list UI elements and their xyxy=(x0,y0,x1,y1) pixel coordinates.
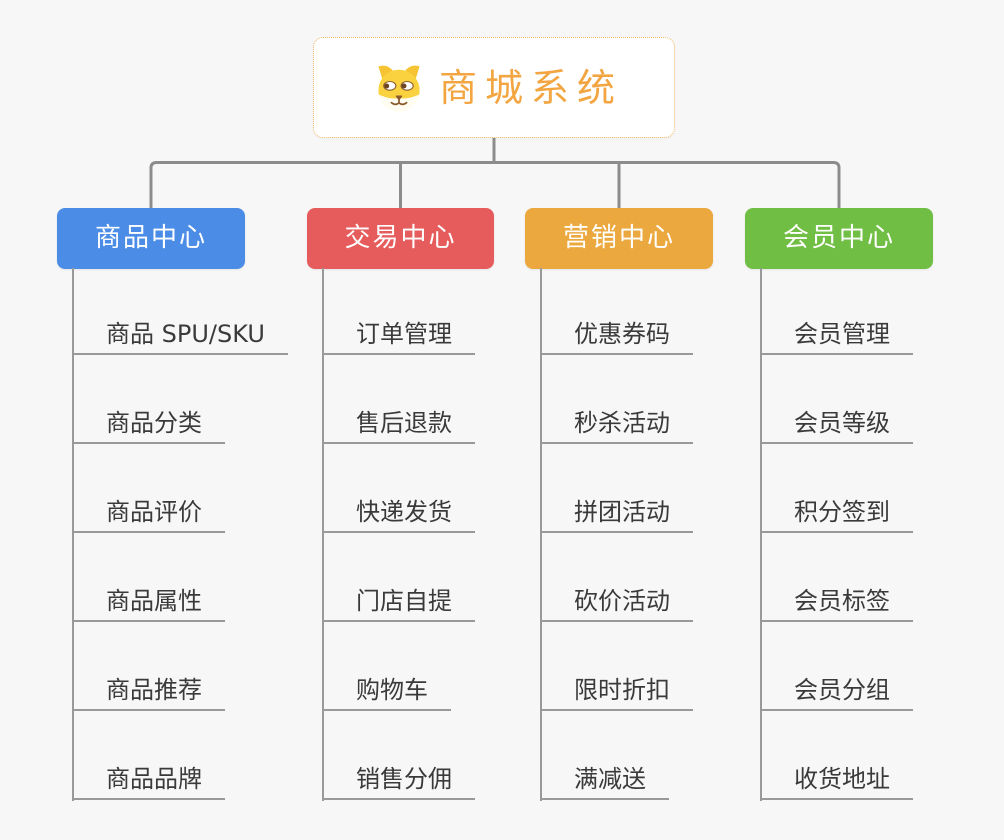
branch-node-marketing-center[interactable]: 营销中心 xyxy=(525,208,713,269)
sub-node-express-delivery[interactable]: 快递发货 xyxy=(322,498,475,533)
sub-node-bargain-activity[interactable]: 砍价活动 xyxy=(540,587,693,622)
trunk-line-product-center xyxy=(72,268,74,801)
root-node[interactable]: 商城系统 xyxy=(313,37,675,138)
sub-node-flash-sale[interactable]: 秒杀活动 xyxy=(540,409,693,444)
sub-node-store-pickup[interactable]: 门店自提 xyxy=(322,587,475,622)
sub-node-product-attribute[interactable]: 商品属性 xyxy=(72,587,225,622)
dog-face-icon xyxy=(378,65,420,112)
trunk-line-marketing-center xyxy=(540,268,542,801)
sub-node-product-review[interactable]: 商品评价 xyxy=(72,498,225,533)
sub-node-shopping-cart[interactable]: 购物车 xyxy=(322,676,451,711)
sub-node-product-category[interactable]: 商品分类 xyxy=(72,409,225,444)
sub-node-sales-commission[interactable]: 销售分佣 xyxy=(322,765,475,800)
sub-node-coupon-code[interactable]: 优惠券码 xyxy=(540,320,693,355)
sub-node-points-checkin[interactable]: 积分签到 xyxy=(760,498,913,533)
root-title: 商城系统 xyxy=(438,65,623,110)
sub-node-order-management[interactable]: 订单管理 xyxy=(322,320,475,355)
sub-node-group-buy[interactable]: 拼团活动 xyxy=(540,498,693,533)
branch-node-product-center[interactable]: 商品中心 xyxy=(57,208,245,269)
branch-rail-line xyxy=(149,161,841,210)
branch-node-trade-center[interactable]: 交易中心 xyxy=(307,208,494,269)
sub-node-product-recommend[interactable]: 商品推荐 xyxy=(72,676,225,711)
branch-node-member-center[interactable]: 会员中心 xyxy=(745,208,933,269)
trunk-line-trade-center xyxy=(322,268,324,801)
sub-node-member-group[interactable]: 会员分组 xyxy=(760,676,913,711)
sub-node-member-level[interactable]: 会员等级 xyxy=(760,409,913,444)
sub-node-limited-time-discount[interactable]: 限时折扣 xyxy=(540,676,693,711)
connector-group xyxy=(149,136,841,210)
trunk-line-member-center xyxy=(760,268,762,801)
sub-node-product-spu-sku[interactable]: 商品 SPU/SKU xyxy=(72,320,288,355)
sub-node-full-reduction[interactable]: 满减送 xyxy=(540,765,669,800)
sub-node-member-tag[interactable]: 会员标签 xyxy=(760,587,913,622)
sub-node-product-brand[interactable]: 商品品牌 xyxy=(72,765,225,800)
sub-node-shipping-address[interactable]: 收货地址 xyxy=(760,765,913,800)
sub-node-aftersale-refund[interactable]: 售后退款 xyxy=(322,409,475,444)
sub-node-member-management[interactable]: 会员管理 xyxy=(760,320,913,355)
